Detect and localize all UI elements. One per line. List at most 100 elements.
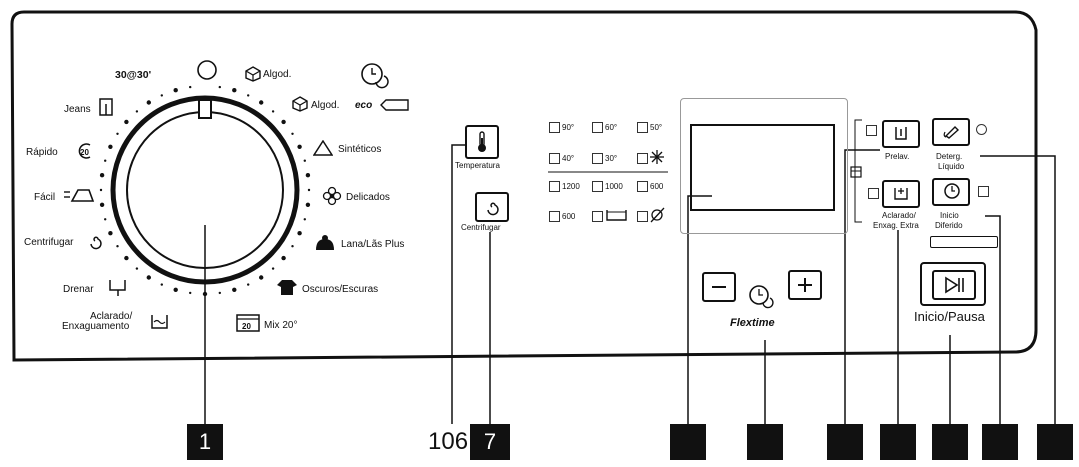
temperature-button[interactable] [465, 125, 499, 159]
dial-tick [303, 159, 306, 162]
dial-tick [218, 291, 221, 295]
temp-60-indicator [592, 122, 603, 133]
dial-tick [135, 110, 139, 113]
label-algod-eco: Algod. [311, 100, 340, 111]
label-facil: Fácil [34, 192, 56, 203]
label-30-30: 30@30' [115, 69, 152, 81]
dial-tick [108, 144, 113, 149]
dial-tick [303, 218, 306, 221]
label-eco: eco [355, 100, 373, 111]
callout-display [670, 424, 706, 460]
callout-prewash [827, 424, 863, 460]
temp-90-indicator [549, 122, 560, 133]
label-oscuros: Oscuros/Escuras [302, 284, 379, 295]
dial-tick [146, 275, 151, 280]
start-pause-inner [932, 270, 976, 300]
detergent-icon [943, 126, 960, 139]
delay-timer-icon [361, 63, 389, 89]
dial-tick [291, 245, 294, 248]
callout-7: 7 [470, 424, 510, 460]
label-flextime: Flextime [730, 317, 775, 329]
temp-40-indicator [549, 153, 560, 164]
prelav-indicator [866, 125, 877, 136]
dial-tick [232, 287, 237, 292]
plus-button[interactable] [788, 270, 822, 300]
label-mix-20: Mix 20° [264, 320, 298, 331]
dial-tick [116, 132, 119, 135]
callout-106: 106 [428, 428, 469, 455]
label-temp-90: 90° [562, 123, 575, 132]
dial-tick [291, 132, 294, 135]
label-temp-60: 60° [605, 123, 618, 132]
rapido-icon-text: 20 [80, 148, 89, 157]
label-spin-1200: 1200 [562, 182, 580, 191]
label-inicio-pausa: Inicio/Pausa [914, 309, 985, 324]
dial-tick [124, 255, 129, 261]
spin-1000-indicator [592, 181, 603, 192]
off-position-icon [197, 60, 217, 80]
delay-clock-icon [944, 183, 960, 199]
label-algod: Algod. [263, 69, 292, 80]
minus-button[interactable] [702, 272, 736, 302]
aclarado-indicator [868, 188, 879, 199]
label-centrifugar-dial: Centrifugar [24, 237, 74, 248]
rinse-hold-icon [606, 210, 627, 221]
callout-start-pause [932, 424, 968, 460]
delay-start-button[interactable] [932, 178, 970, 206]
label-centrifugar-button: Centrifugar [461, 223, 501, 232]
temp-30-indicator [592, 153, 603, 164]
dial-tick [281, 255, 286, 261]
callout-detergent [1037, 424, 1073, 460]
dial-tick [160, 94, 163, 97]
label-temp-40: 40° [562, 154, 575, 163]
cotton-icon [245, 66, 261, 82]
label-temp-50: 50° [650, 123, 663, 132]
callout-flextime [747, 424, 783, 460]
thermometer-icon [478, 131, 486, 152]
dial-tick [146, 100, 151, 105]
spin-button[interactable] [475, 192, 509, 222]
spin-600-indicator [637, 181, 648, 192]
dial-tick [108, 231, 113, 236]
start-pause-button[interactable] [920, 262, 986, 306]
label-aclarado-dial: Aclarado/ [90, 311, 133, 322]
flextime-clock-icon [749, 285, 774, 309]
label-spin-600: 600 [650, 182, 664, 191]
rapido-20-icon [78, 143, 91, 159]
plus-icon-v [804, 278, 806, 292]
rinse-icon [151, 315, 168, 329]
play-pause-icon [945, 276, 964, 294]
label-enxag-extra: Enxag. Extra [873, 221, 919, 230]
dial-tick [124, 119, 129, 125]
no-spin-icon [650, 207, 665, 223]
liquid-detergent-button[interactable] [932, 118, 970, 146]
label-lana: Lana/Lãs Plus [341, 239, 405, 250]
no-spin-indicator [637, 211, 648, 222]
label-rapido: Rápido [26, 147, 58, 158]
label-enxaguamento: Enxaguamento [62, 321, 130, 332]
label-drenar: Drenar [63, 284, 94, 295]
dark-shirt-icon [277, 280, 297, 295]
callout-extra-rinse [880, 424, 916, 460]
dial-tick [189, 85, 192, 89]
extra-rinse-icon [894, 188, 908, 200]
delicates-flower-icon [322, 186, 342, 206]
extra-rinse-button[interactable] [882, 180, 920, 208]
dial-tick [305, 173, 311, 178]
mix-icon-text: 20 [242, 322, 251, 331]
rinse-hold-indicator [592, 211, 603, 222]
display-frame [680, 98, 848, 234]
synthetics-icon [313, 140, 333, 156]
minus-icon [712, 286, 726, 288]
delay-indicator [978, 186, 989, 197]
dial-tick [173, 88, 178, 93]
easy-iron-icon [64, 189, 95, 202]
label-delicados: Delicados [346, 192, 390, 203]
dial-tick [99, 202, 105, 207]
prewash-button[interactable] [882, 120, 920, 148]
program-dial[interactable] [127, 112, 283, 268]
cold-snowflake-icon [650, 150, 664, 164]
dial-tick [135, 267, 139, 270]
